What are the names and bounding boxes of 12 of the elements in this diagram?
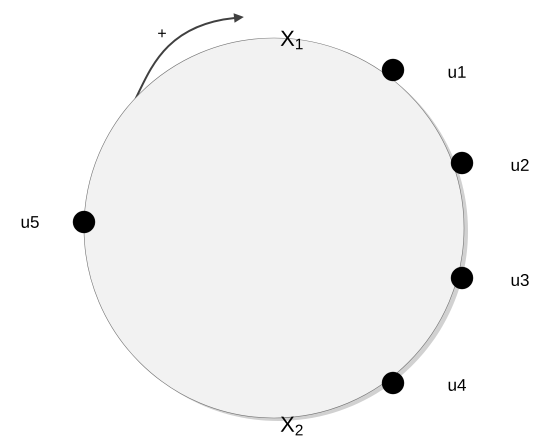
dot	[72, 210, 96, 234]
point-label: u2	[512, 158, 529, 172]
dot	[450, 266, 474, 290]
point-label: u4	[448, 379, 466, 391]
axis-label: X$_{2}$	[280, 416, 303, 436]
axis-label: X$_{1}$	[280, 30, 303, 50]
dot	[382, 372, 404, 394]
point-label: u5	[22, 216, 39, 228]
point-label: u3	[512, 274, 529, 286]
dot	[382, 58, 404, 82]
dot	[450, 152, 474, 174]
point-label: u1	[448, 66, 466, 78]
